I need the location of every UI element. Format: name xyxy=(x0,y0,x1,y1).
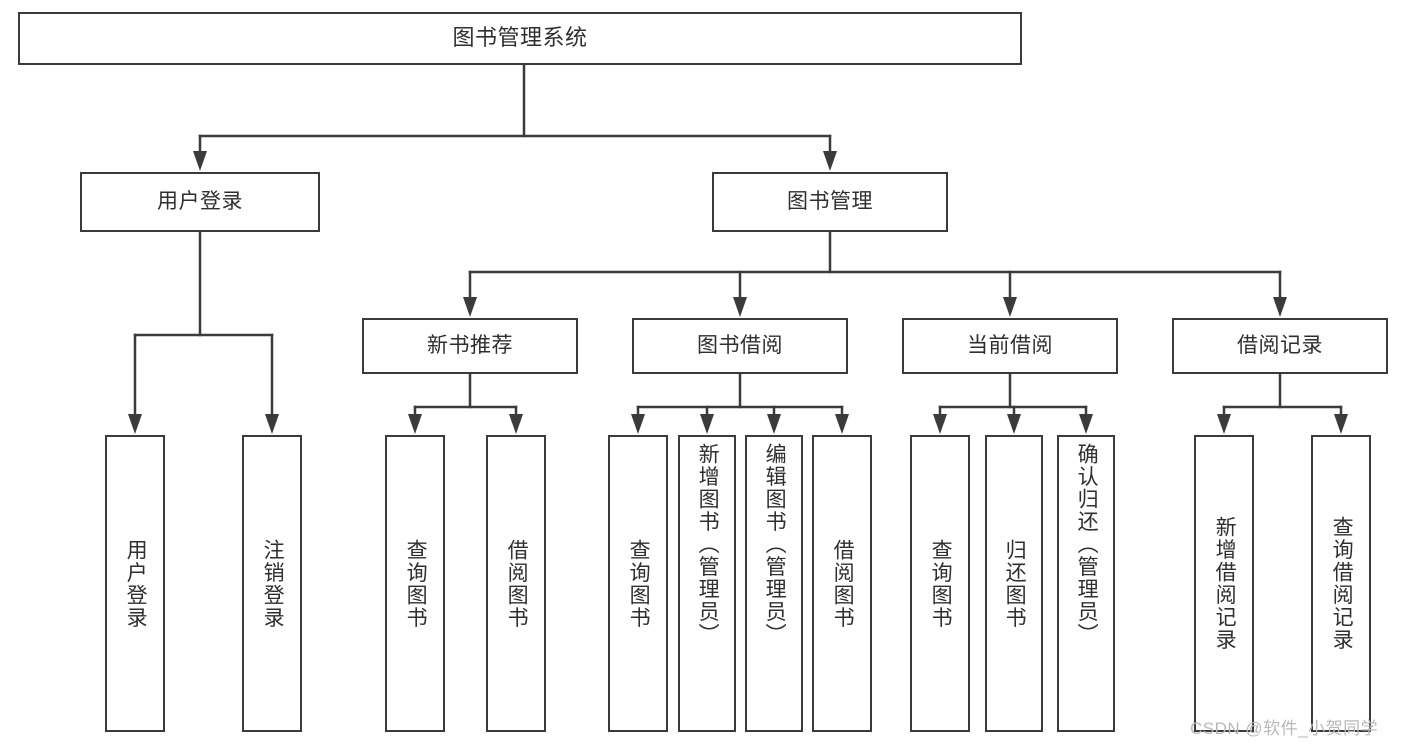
leaf-query-borrow-record[interactable]: 查询借阅记录 xyxy=(1311,435,1371,732)
leaf-borrow-book[interactable]: 借阅图书 xyxy=(812,435,872,732)
leaf-add-book-admin-label: 新增图书（管理员） xyxy=(696,443,720,646)
node-current-borrow[interactable]: 当前借阅 xyxy=(902,318,1118,374)
leaf-add-borrow-record-label: 新增借阅记录 xyxy=(1213,516,1237,651)
node-borrow-record-label: 借阅记录 xyxy=(1237,334,1323,358)
leaf-query-book-current[interactable]: 查询图书 xyxy=(910,435,970,732)
leaf-add-book-admin[interactable]: 新增图书（管理员） xyxy=(678,435,736,732)
connector-lines xyxy=(128,63,1348,434)
leaf-logout[interactable]: 注销登录 xyxy=(242,435,302,732)
leaf-confirm-return-admin-label: 确认归还（管理员） xyxy=(1075,443,1099,646)
leaf-return-book[interactable]: 归还图书 xyxy=(985,435,1043,732)
leaf-user-login[interactable]: 用户登录 xyxy=(105,435,165,732)
leaf-query-book-label: 查询图书 xyxy=(627,538,651,629)
node-borrow-record[interactable]: 借阅记录 xyxy=(1172,318,1388,374)
node-user-login-label: 用户登录 xyxy=(157,190,243,214)
node-root-label: 图书管理系统 xyxy=(452,25,588,51)
leaf-user-login-label: 用户登录 xyxy=(124,538,148,629)
node-book-manage[interactable]: 图书管理 xyxy=(712,172,948,232)
leaf-query-book[interactable]: 查询图书 xyxy=(608,435,668,732)
leaf-borrow-book-label: 借阅图书 xyxy=(831,538,855,629)
node-book-borrow[interactable]: 图书借阅 xyxy=(632,318,848,374)
node-user-login[interactable]: 用户登录 xyxy=(80,172,320,232)
leaf-return-book-label: 归还图书 xyxy=(1003,538,1027,629)
node-new-book-recommend-label: 新书推荐 xyxy=(427,334,513,358)
leaf-logout-label: 注销登录 xyxy=(261,538,285,629)
leaf-edit-book-admin-label: 编辑图书（管理员） xyxy=(763,443,787,646)
leaf-borrow-book-recommend[interactable]: 借阅图书 xyxy=(486,435,546,732)
leaf-confirm-return-admin[interactable]: 确认归还（管理员） xyxy=(1057,435,1115,732)
node-current-borrow-label: 当前借阅 xyxy=(967,334,1053,358)
node-root[interactable]: 图书管理系统 xyxy=(18,12,1022,65)
leaf-borrow-book-recommend-label: 借阅图书 xyxy=(505,538,529,629)
leaf-query-book-current-label: 查询图书 xyxy=(929,538,953,629)
leaf-edit-book-admin[interactable]: 编辑图书（管理员） xyxy=(745,435,803,732)
node-book-manage-label: 图书管理 xyxy=(787,190,873,214)
node-new-book-recommend[interactable]: 新书推荐 xyxy=(362,318,578,374)
leaf-query-book-recommend[interactable]: 查询图书 xyxy=(385,435,445,732)
leaf-query-book-recommend-label: 查询图书 xyxy=(404,538,428,629)
leaf-add-borrow-record[interactable]: 新增借阅记录 xyxy=(1194,435,1254,732)
leaf-query-borrow-record-label: 查询借阅记录 xyxy=(1330,516,1354,651)
node-book-borrow-label: 图书借阅 xyxy=(697,334,783,358)
